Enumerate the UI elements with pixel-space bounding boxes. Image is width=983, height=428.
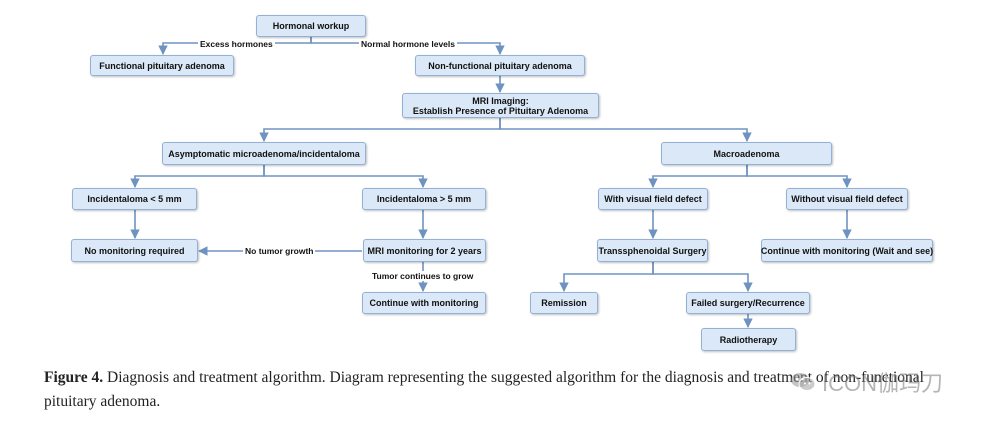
node-label: Macroadenoma [713,148,780,159]
edge-label-tumor-continues: Tumor continues to grow [370,271,476,281]
node-radiotherapy: Radiotherapy [701,328,796,351]
node-incidentaloma-gt5: Incidentaloma > 5 mm [362,188,486,210]
node-label: Incidentaloma > 5 mm [376,194,472,204]
node-no-monitoring: No monitoring required [71,239,198,262]
caption-label: Figure 4. [44,369,104,386]
edge-mri-to-asymptomatic [259,118,501,142]
flowchart: Hormonal workup Functional pituitary ade… [71,15,933,351]
node-label: Non-functional pituitary adenoma [428,60,572,71]
node-label: Failed surgery/Recurrence [691,298,805,308]
edge-label-normal-hormone-levels: Normal hormone levels [359,39,458,49]
node-failed-surgery: Failed surgery/Recurrence [686,292,810,314]
node-label: Hormonal workup [272,21,350,31]
node-mri-monitoring: MRI monitoring for 2 years [363,239,486,262]
watermark: ICON伽玛刀 [790,368,943,396]
node-label: Continue with monitoring [369,298,479,308]
edge-surgery-to-failed [652,262,753,292]
node-label: Continue with monitoring (Wait and see) [760,245,934,256]
node-label: Asymptomatic microadenoma/incidentaloma [168,148,360,159]
watermark-text: ICON伽玛刀 [822,371,944,396]
node-label: Radiotherapy [719,334,778,345]
node-label-line1: MRI Imaging: [472,95,529,106]
wechat-logo-icon [790,372,816,392]
node-label: Incidentaloma < 5 mm [87,194,182,204]
edge-macroadenoma-to-with-vfd [648,165,748,188]
node-functional-adenoma: Functional pituitary adenoma [90,55,234,76]
node-with-visual-field-defect: With visual field defect [598,188,708,210]
node-asymptomatic: Asymptomatic microadenoma/incidentaloma [162,142,366,165]
node-label: Without visual field defect [791,194,903,204]
node-label-line2: Establish Presence of Pituitary Adenoma [412,105,589,116]
node-label: Remission [541,298,587,308]
node-macroadenoma: Macroadenoma [661,142,832,165]
node-label: With visual field defect [604,194,702,204]
flowchart-connectors [130,37,852,328]
node-label: Functional pituitary adenoma [99,60,225,71]
node-incidentaloma-lt5: Incidentaloma < 5 mm [72,188,197,210]
caption-text: Diagnosis and treatment algorithm. Diagr… [44,369,924,410]
edge-asymptomatic-to-incid-lt5 [130,165,265,188]
node-label: MRI monitoring for 2 years [367,245,482,256]
node-hormonal-workup: Hormonal workup [256,15,366,37]
node-transsphenoidal-surgery: Transsphenoidal Surgery [597,239,708,262]
node-without-visual-field-defect: Without visual field defect [786,188,908,210]
node-continue-monitoring: Continue with monitoring [362,292,486,314]
node-remission: Remission [530,292,598,314]
node-label: No monitoring required [84,245,185,256]
node-nonfunctional-adenoma: Non-functional pituitary adenoma [415,55,585,76]
figure-caption: Figure 4. Diagnosis and treatment algori… [44,366,964,414]
edge-mri-to-macroadenoma [499,118,752,142]
edge-surgery-to-remission [559,262,654,292]
node-continue-wait-and-see: Continue with monitoring (Wait and see) [761,239,933,262]
edge-label-excess-hormones: Excess hormones [198,39,275,49]
node-label: Transsphenoidal Surgery [598,245,707,256]
node-mri-imaging: MRI Imaging: Establish Presence of Pitui… [402,93,599,118]
edge-asymptomatic-to-incid-gt5 [263,165,428,188]
edge-label-no-tumor-growth: No tumor growth [243,246,316,256]
edge-macroadenoma-to-without-vfd [746,165,852,188]
